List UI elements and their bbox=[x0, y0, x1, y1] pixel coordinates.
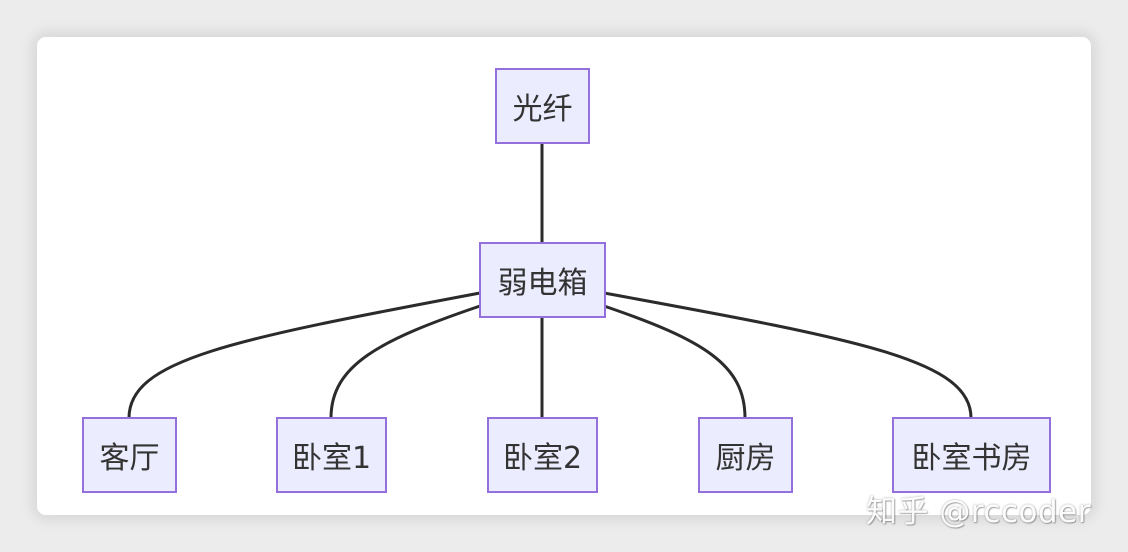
edge-hub-living-room bbox=[127, 291, 481, 419]
edge-hub-bedroom1 bbox=[329, 304, 481, 419]
edge-hub-kitchen bbox=[603, 304, 747, 419]
node-living-room: 客厅 bbox=[82, 417, 177, 493]
watermark: 知乎 @rccoder bbox=[866, 494, 1091, 530]
node-bedroom-study: 卧室书房 bbox=[892, 417, 1051, 493]
node-kitchen: 厨房 bbox=[698, 417, 793, 493]
node-bedroom2: 卧室2 bbox=[487, 417, 598, 493]
node-bedroom1: 卧室1 bbox=[276, 417, 387, 493]
edge-hub-bedroom-study bbox=[603, 291, 973, 419]
node-fiber: 光纤 bbox=[495, 68, 590, 144]
node-hub: 弱电箱 bbox=[479, 242, 606, 318]
